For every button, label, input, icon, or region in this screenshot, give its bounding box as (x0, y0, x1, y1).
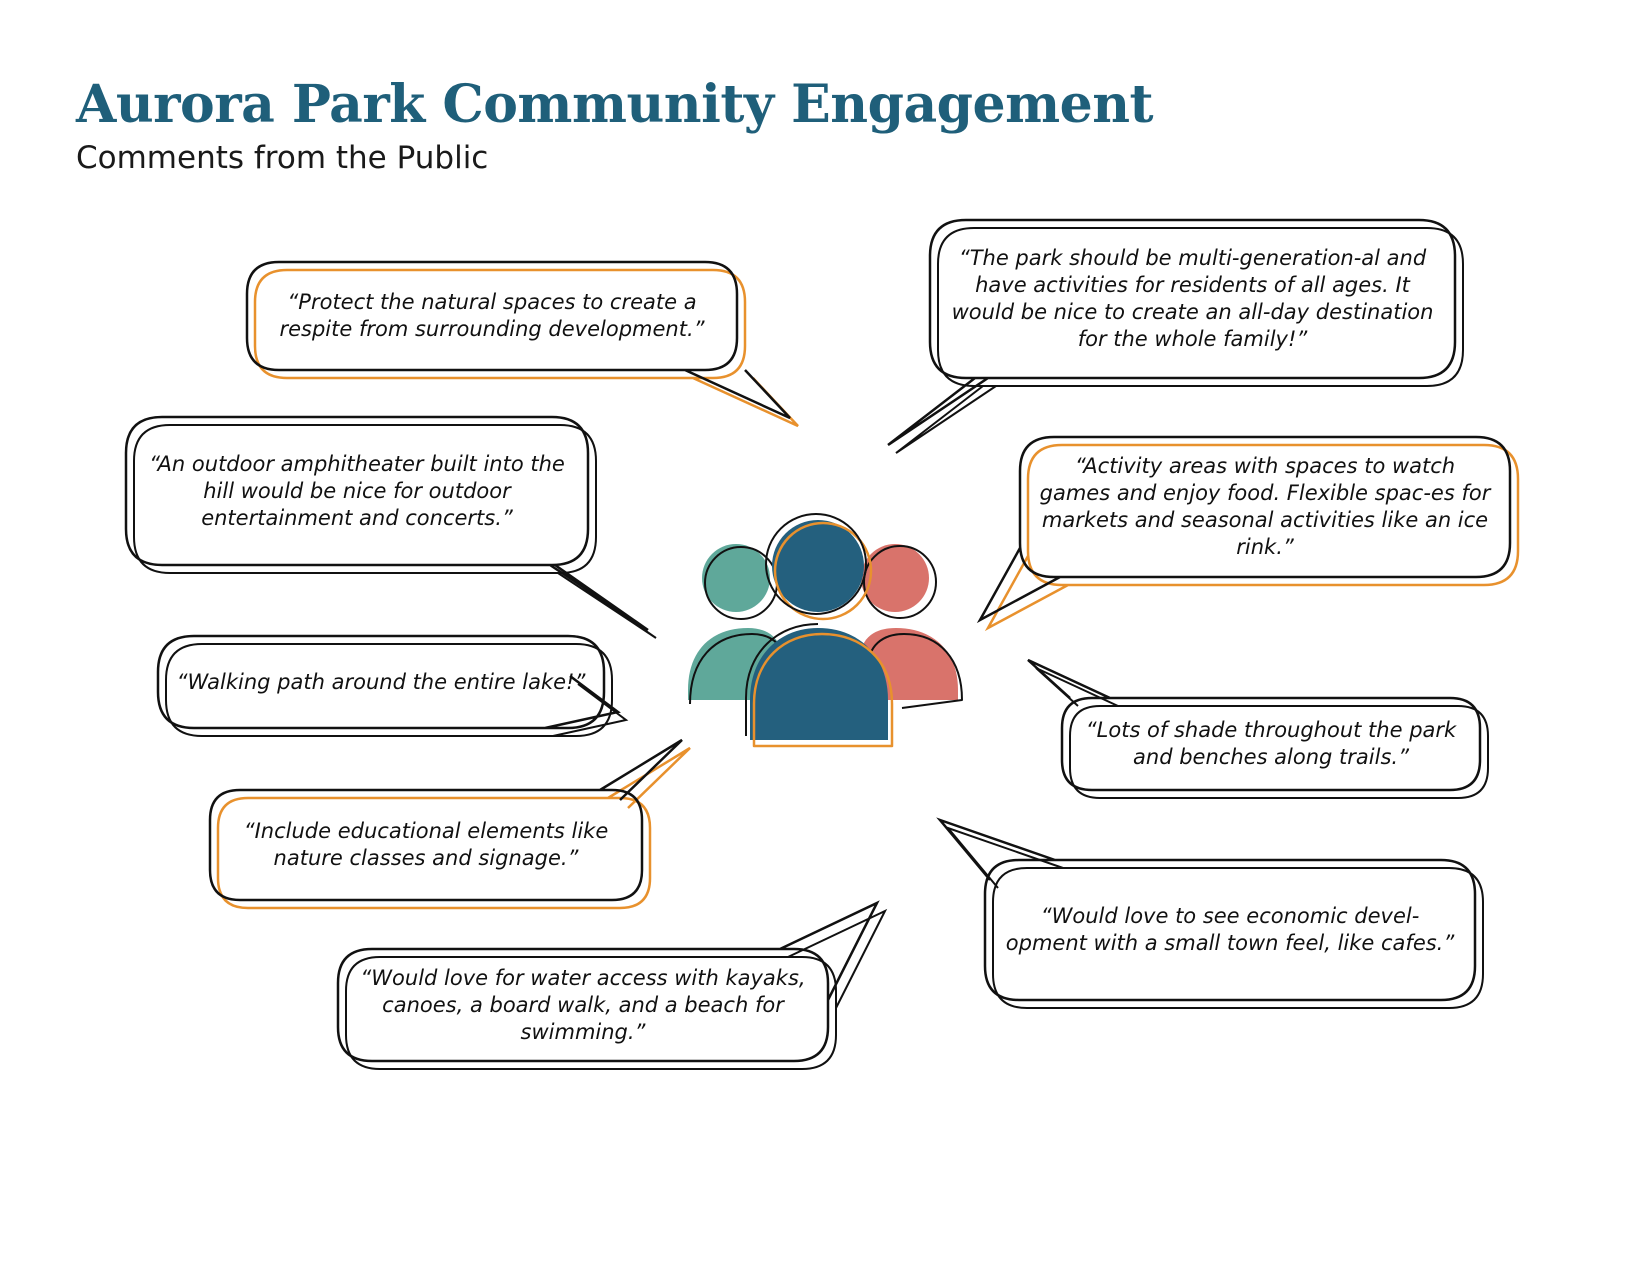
speech-bubble-echo-outline (345, 908, 888, 1070)
speech-bubble-outline (976, 435, 1512, 624)
speech-bubble-outline (208, 738, 683, 902)
speech-bubble (336, 900, 888, 1070)
comment-quote: “Protect the natural spaces to create a … (279, 290, 705, 341)
speech-bubble-echo-outline (216, 746, 691, 910)
comment-quote: “Include educational elements like natur… (243, 819, 609, 870)
speech-bubble (245, 260, 799, 428)
page-title: Aurora Park Community Engagement (76, 74, 1154, 135)
speech-bubble-outline (1027, 658, 1482, 792)
speech-bubble (936, 817, 1484, 1009)
speech-bubble (156, 634, 629, 737)
speech-bubble (208, 738, 691, 910)
speech-bubble-outline (936, 817, 1477, 1002)
speech-bubble-echo-outline (984, 443, 1520, 632)
speech-bubble-echo-outline (165, 643, 629, 737)
comment-quote: “An outdoor amphitheater built into the … (149, 451, 565, 530)
comment-quote: “Would love for water access with kayaks… (360, 965, 806, 1044)
speech-bubble-outline (336, 900, 880, 1063)
speech-bubble-echo-outline (895, 227, 1464, 454)
person-center-icon (745, 513, 894, 748)
speech-bubble (976, 435, 1520, 632)
comment-quote: “Lots of shade throughout the park and b… (1085, 718, 1457, 769)
speech-bubble (124, 415, 657, 639)
people-group-icon (688, 513, 963, 748)
page-subtitle: Comments from the Public (76, 140, 489, 176)
speech-bubble-outline (124, 415, 649, 632)
comment-quote: “Activity areas with spaces to watch gam… (1039, 454, 1491, 559)
speech-bubble-outline (887, 218, 1457, 447)
speech-bubble-outline (245, 260, 791, 420)
comment-quote: “Would love to see economic devel-opment… (1005, 904, 1455, 955)
speech-bubble (887, 218, 1464, 454)
speech-bubble (1027, 658, 1489, 799)
speech-bubble-outline (156, 634, 621, 730)
comment-quote: “The park should be multi-generation-al … (951, 246, 1434, 351)
comment-quote: “Walking path around the entire lake!” (176, 669, 586, 694)
